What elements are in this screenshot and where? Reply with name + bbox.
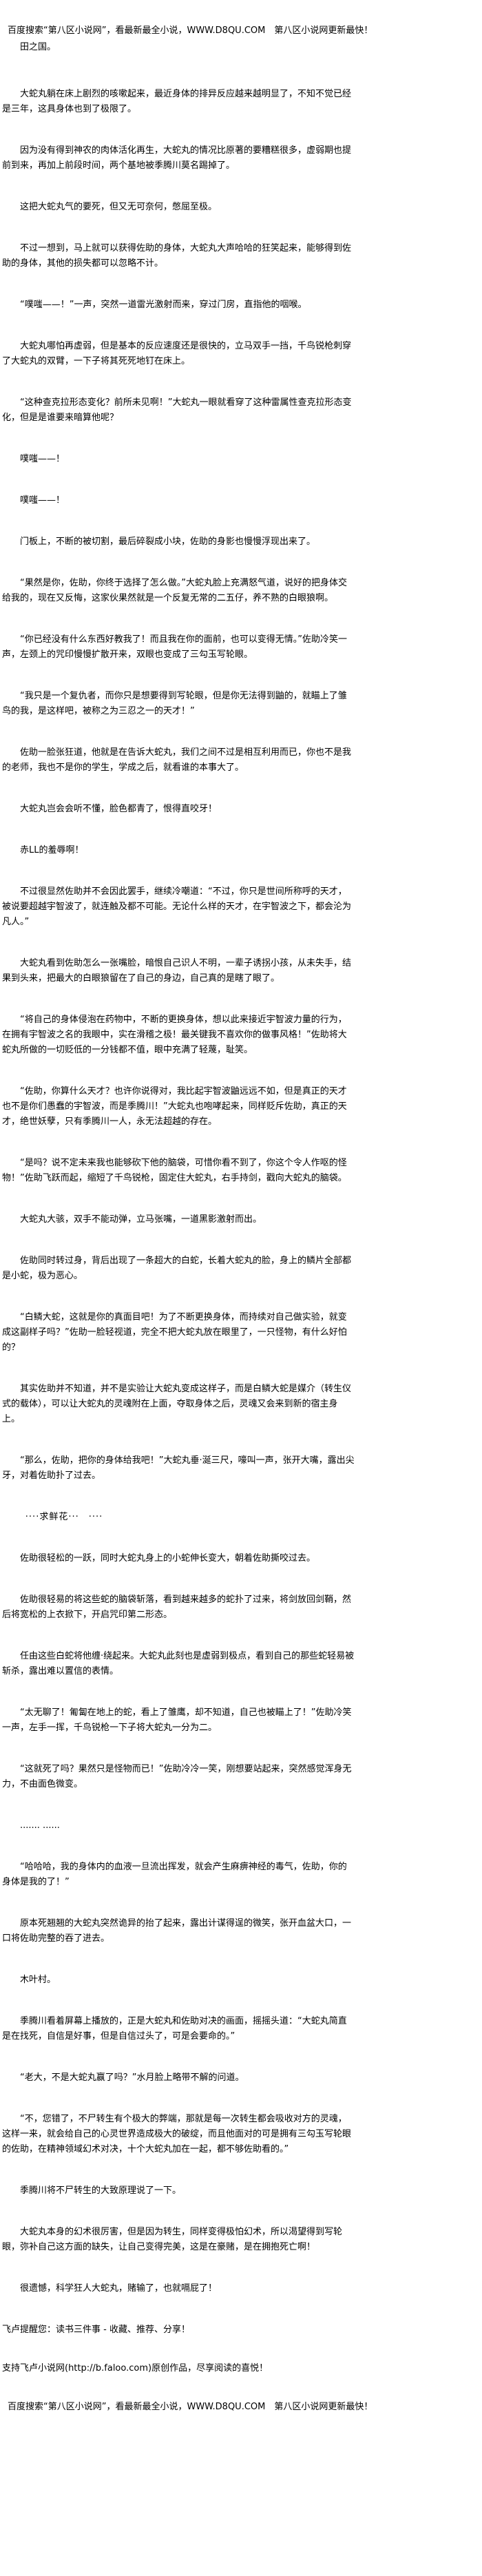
paragraph: 大蛇丸躺在床上剧烈的咳嗽起来，最近身体的排异反应越来越明显了，不知不觉已经是三年…: [2, 89, 352, 114]
paragraph: “是吗？说不定未来我也能够砍下他的脑袋，可惜你看不到了，你这个令人作呕的怪物！”…: [2, 1158, 347, 1183]
paragraph: 大蛇丸本身的幻术很厉害，但是因为转生，同样变得极怕幻术，所以渴望得到写轮眼，弥补…: [2, 2227, 343, 2252]
paragraph: 季腾川看着屏幕上播放的，正是大蛇丸和佐助对决的画面，摇摇头道：“大蛇丸简直是在找…: [2, 2016, 347, 2042]
paragraph: 佐助很轻松的一跃，同时大蛇丸身上的小蛇伸长变大，朝着佐助撕咬过去。: [20, 1553, 316, 1564]
paragraph: “太无聊了！匍匐在地上的蛇，看上了雏鹰，却不知道，自己也被瞄上了！”佐助冷笑一声…: [2, 1707, 352, 1733]
footer-support: 支持飞卢小说网(http://b.faloo.com)原创作品，尽享阅读的喜悦！: [2, 2363, 269, 2374]
paragraph: “将自己的身体侵泡在药物中，不断的更换身体，想以此来接近宇智波力量的行为，在拥有…: [2, 1015, 347, 1055]
paragraph: 很遗憾，科学狂人大蛇丸，赌输了，也就嗝屁了！: [20, 2283, 218, 2294]
paragraph: 田之国。: [20, 42, 56, 52]
paragraph: “你已经没有什么东西好教我了！而且我在你的面前，也可以变得无情。”佐助冷笑一声，…: [2, 634, 347, 660]
paragraph: 不过一想到，马上就可以获得佐助的身体，大蛇丸大声哈哈的狂笑起来，能够得到佐助的身…: [2, 243, 352, 269]
paragraph: ····求鲜花··· ····: [25, 1512, 103, 1522]
paragraph: 佐助同时转过身，背后出现了一条超大的白蛇，长着大蛇丸的脸，身上的鳞片全部都是小蛇…: [2, 1256, 352, 1281]
paragraph: “不，您错了，不尸转生有个极大的弊端，那就是每一次转生都会吸收对方的灵魂，这样一…: [2, 2114, 352, 2154]
footer-reminder: 飞卢提醒您：读书三件事 - 收藏、推荐、分享！: [2, 2325, 190, 2335]
paragraph: “这就死了吗？果然只是怪物而已！”佐助冷冷一笑，刚想要站起来，突然感觉浑身无力，…: [2, 1764, 352, 1789]
paragraph: 不过很显然佐助并不会因此罢手，继续冷嘲道：“不过，你只是世间所称呼的天才，被说要…: [2, 886, 352, 927]
paragraph: “果然是你，佐助，你终于选择了怎么做。”大蛇丸脸上充满怒气道，说好的把身体交给我…: [2, 578, 347, 603]
paragraph: “那么，佐助，把你的身体给我吧！”大蛇丸垂·涎三尺，嚎叫一声，张开大嘴，露出尖牙…: [2, 1455, 355, 1481]
paragraph: 大蛇丸岂会会听不懂，脸色都青了，恨得直咬牙！: [20, 804, 218, 814]
paragraph: “哈哈哈，我的身体内的血液一旦流出挥发，就会产生麻痹神经的毒气，佐助，你的身体是…: [2, 1862, 347, 1887]
paragraph: 大蛇丸哪怕再虚弱，但是基本的反应速度还是很快的，立马双手一挡，千鸟锐枪刺穿了大蛇…: [2, 341, 352, 366]
paragraph: 佐助一脸张狂道，他就是在告诉大蛇丸，我们之间不过是相互利用而已，你也不是我的老师…: [2, 747, 352, 773]
paragraph: 其实佐助并不知道，并不是实验让大蛇丸变成这样子，而是白鳞大蛇是媒介（转生仪式的载…: [2, 1384, 352, 1424]
paragraph: “噗嗤——！”一声，突然一道雷光激射而来，穿过门房，直指他的咽喉。: [20, 300, 307, 310]
paragraph: 因为没有得到神农的肉体活化再生，大蛇丸的情况比原著的要糟糕很多，虚弱期也提前到来…: [2, 145, 352, 171]
paragraph: 原本死翘翘的大蛇丸突然诡异的抬了起来，露出计谋得逞的微笑，张开血盆大口，一口将佐…: [2, 1918, 352, 1944]
paragraph: 这把大蛇丸气的要死，但又无可奈何，憋屈至极。: [20, 202, 218, 212]
paragraph: 噗嗤——！: [20, 454, 65, 464]
paragraph: 噗嗤——！: [20, 495, 65, 506]
paragraph: 季腾川将不尸转生的大致原理说了一下。: [20, 2185, 182, 2196]
paragraph: 木叶村。: [20, 1975, 56, 1985]
header-banner: 百度搜索“第八区小说网”，看最新最全小说，WWW.D8QU.COM 第八区小说网…: [8, 25, 373, 36]
paragraph: 大蛇丸看到佐助怎么一张嘴脸，暗恨自己识人不明，一辈子诱拐小孩，从未失手，结果到头…: [2, 958, 352, 984]
paragraph: 佐助很轻易的将这些蛇的脑袋斩落，看到越来越多的蛇扑了过来，将剑放回剑鞘，然后将宽…: [2, 1595, 352, 1620]
paragraph: 任由这些白蛇将他缠·绕起来。大蛇丸此刻也是虚弱到极点，看到自己的那些蛇轻易被斩杀…: [2, 1651, 355, 1676]
paragraph: 赤LL的羞辱啊！: [20, 845, 84, 855]
footer-banner: 百度搜索“第八区小说网”，看最新最全小说，WWW.D8QU.COM 第八区小说网…: [8, 2402, 373, 2412]
paragraph: “我只是一个复仇者，而你只是想要得到写轮眼，但是你无法得到鼬的，就瞄上了雏鸟的我…: [2, 691, 347, 716]
paragraph: “白鳞大蛇，这就是你的真面目吧！为了不断更换身体，而持续对自己做实验，就变成这副…: [2, 1312, 347, 1353]
paragraph: 门板上，不断的被切割，最后碎裂成小块，佐助的身影也慢慢浮现出来了。: [20, 537, 316, 547]
paragraph: “这种查克拉形态变化？前所未见啊！”大蛇丸一眼就看穿了这种雷属性查克拉形态变化，…: [2, 397, 352, 423]
page: 百度搜索“第八区小说网”，看最新最全小说，WWW.D8QU.COM 第八区小说网…: [2, 25, 373, 2412]
paragraph: 大蛇丸大骇，双手不能动弹，立马张嘴，一道黑影激射而出。: [20, 1214, 262, 1225]
paragraph: ....... ......: [20, 1820, 60, 1831]
chapter-body: 田之国。大蛇丸躺在床上剧烈的咳嗽起来，最近身体的排异反应越来越明显了，不知不觉已…: [2, 40, 355, 2296]
paragraph: “佐助，你算什么天才？也许你说得对，我比起宇智波鼬远远不如，但是真正的天才也不是…: [2, 1086, 347, 1127]
paragraph: “老大，不是大蛇丸赢了吗？”水月脸上略带不解的问道。: [20, 2073, 244, 2083]
